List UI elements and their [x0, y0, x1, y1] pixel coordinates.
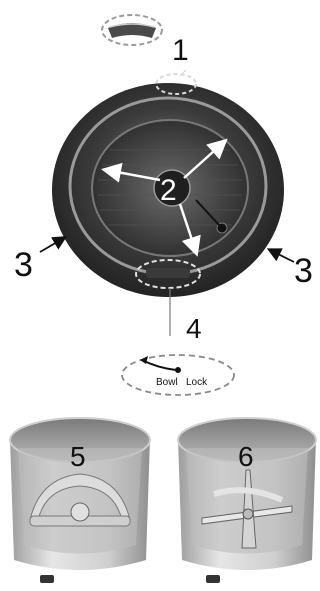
bowl-lock-detail: Bowl Lock [122, 355, 234, 395]
callout-3-left-label: 3 [14, 246, 33, 284]
callout-5-label: 5 [70, 441, 86, 472]
bowl-lock-word-bowl: Bowl [156, 377, 178, 388]
part-1-detail [102, 15, 162, 45]
bowl-lock-dashed-callout [122, 355, 234, 395]
callout-3-right-label: 3 [294, 252, 313, 290]
callout-2-label: 2 [160, 174, 177, 207]
part-3-left-pointer [40, 238, 64, 252]
cup-5-hub [71, 503, 89, 521]
callout-4-label: 4 [186, 313, 202, 344]
part-3-right-pointer [270, 250, 294, 262]
callout-6-label: 6 [238, 441, 254, 472]
callout-1-label: 1 [172, 34, 189, 67]
bowl-lock-word-lock: Lock [186, 377, 208, 388]
